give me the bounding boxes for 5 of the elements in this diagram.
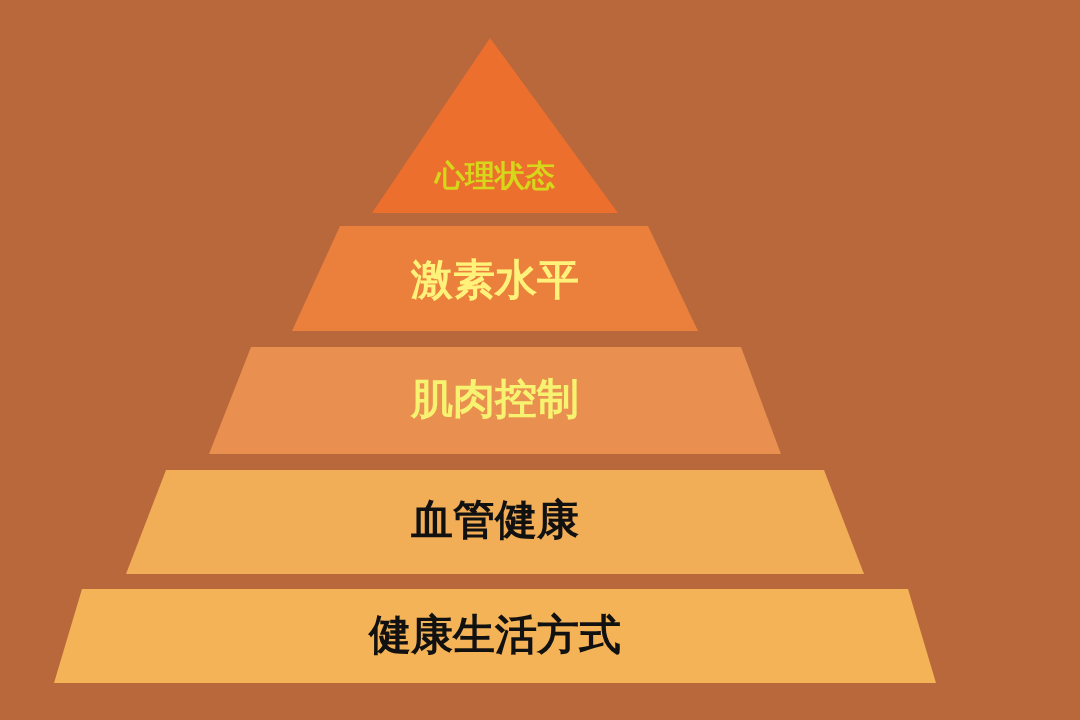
layer-label: 血管健康 xyxy=(411,494,579,546)
layer-label: 健康生活方式 xyxy=(369,609,621,661)
layer-label: 激素水平 xyxy=(411,254,579,306)
layer-label: 心理状态 xyxy=(435,156,555,195)
layer-label: 肌肉控制 xyxy=(411,373,579,425)
